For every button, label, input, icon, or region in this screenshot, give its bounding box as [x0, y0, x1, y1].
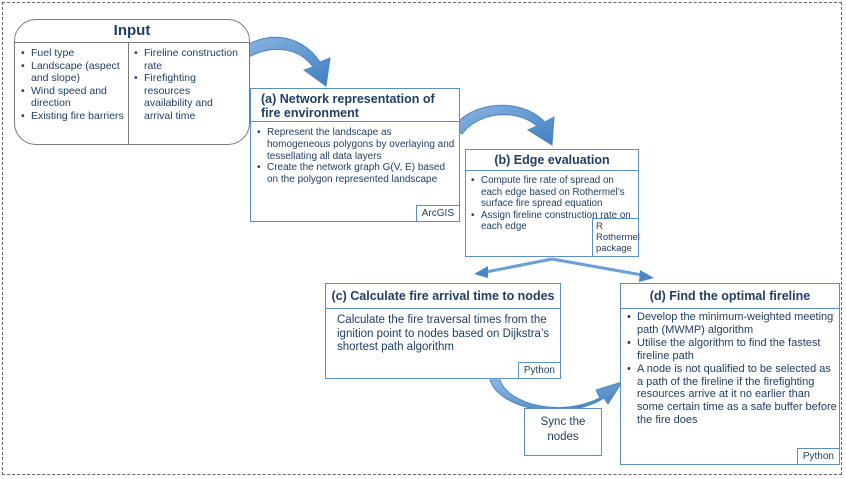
- input-left-list: Fuel type Landscape (aspect and slope) W…: [19, 47, 125, 122]
- box-b-title: (b) Edge evaluation: [466, 150, 638, 171]
- input-left-item: Landscape (aspect and slope): [19, 60, 125, 85]
- box-edge-evaluation: (b) Edge evaluation Compute fire rate of…: [465, 149, 640, 257]
- input-divider-h: [15, 42, 249, 43]
- box-d-item: A node is not qualified to be selected a…: [625, 363, 839, 428]
- arrow-sync: [489, 379, 624, 412]
- box-a-item: Create the network graph G(V, E) based o…: [255, 162, 455, 186]
- box-d-tool-tag: Python: [796, 448, 839, 464]
- input-right-item: Fireline construction rate: [132, 47, 240, 72]
- input-divider-v: [128, 42, 129, 144]
- box-fire-arrival-time: (c) Calculate fire arrival time to nodes…: [325, 283, 561, 379]
- box-b-tool-tag: R Rothermel package: [592, 218, 640, 256]
- input-box: Input Fuel type Landscape (aspect and sl…: [14, 19, 250, 145]
- sync-nodes-box: Sync the nodes: [524, 408, 602, 456]
- box-c-tool-tag: Python: [517, 362, 560, 378]
- arrowhead-c: [474, 266, 488, 278]
- box-a-item: Represent the landscape as homogeneous p…: [255, 127, 455, 162]
- input-title: Input: [113, 22, 151, 39]
- box-d-title: (d) Find the optimal fireline: [621, 284, 839, 309]
- box-c-body: Calculate the fire traversal times from …: [337, 314, 550, 353]
- input-left-item: Existing fire barriers: [19, 110, 125, 123]
- box-c-title: (c) Calculate fire arrival time to nodes: [326, 284, 560, 309]
- arrow-a-to-b: [452, 104, 555, 146]
- input-left-item: Fuel type: [19, 47, 125, 60]
- box-b-list: Compute fire rate of spread on each edge…: [469, 175, 637, 233]
- box-a-list: Represent the landscape as homogeneous p…: [255, 127, 455, 186]
- box-optimal-fireline: (d) Find the optimal fireline Develop th…: [620, 283, 840, 465]
- box-d-list: Develop the minimum-weighted meeting pat…: [625, 311, 839, 427]
- arrowhead-d: [639, 270, 654, 282]
- input-right-item: Firefighting resources availability and …: [132, 72, 240, 122]
- arrow-b-to-c: [485, 257, 553, 274]
- box-a-tool-tag: ArcGIS: [415, 205, 459, 221]
- arrow-b-to-d: [551, 257, 643, 277]
- box-b-item: Compute fire rate of spread on each edge…: [469, 175, 637, 210]
- sync-label: Sync the nodes: [540, 416, 586, 443]
- box-d-item: Utilise the algorithm to find the fastes…: [625, 337, 839, 363]
- arrow-input-to-a: [237, 36, 331, 87]
- box-b-item: Assign fireline construction rate on eac…: [469, 210, 637, 233]
- input-left-item: Wind speed and direction: [19, 85, 125, 110]
- box-d-item: Develop the minimum-weighted meeting pat…: [625, 311, 839, 337]
- box-network-representation: (a) Network representation of fire envir…: [250, 88, 460, 222]
- box-a-title: (a) Network representation of fire envir…: [251, 89, 459, 122]
- input-right-list: Fireline construction rate Firefighting …: [132, 47, 240, 122]
